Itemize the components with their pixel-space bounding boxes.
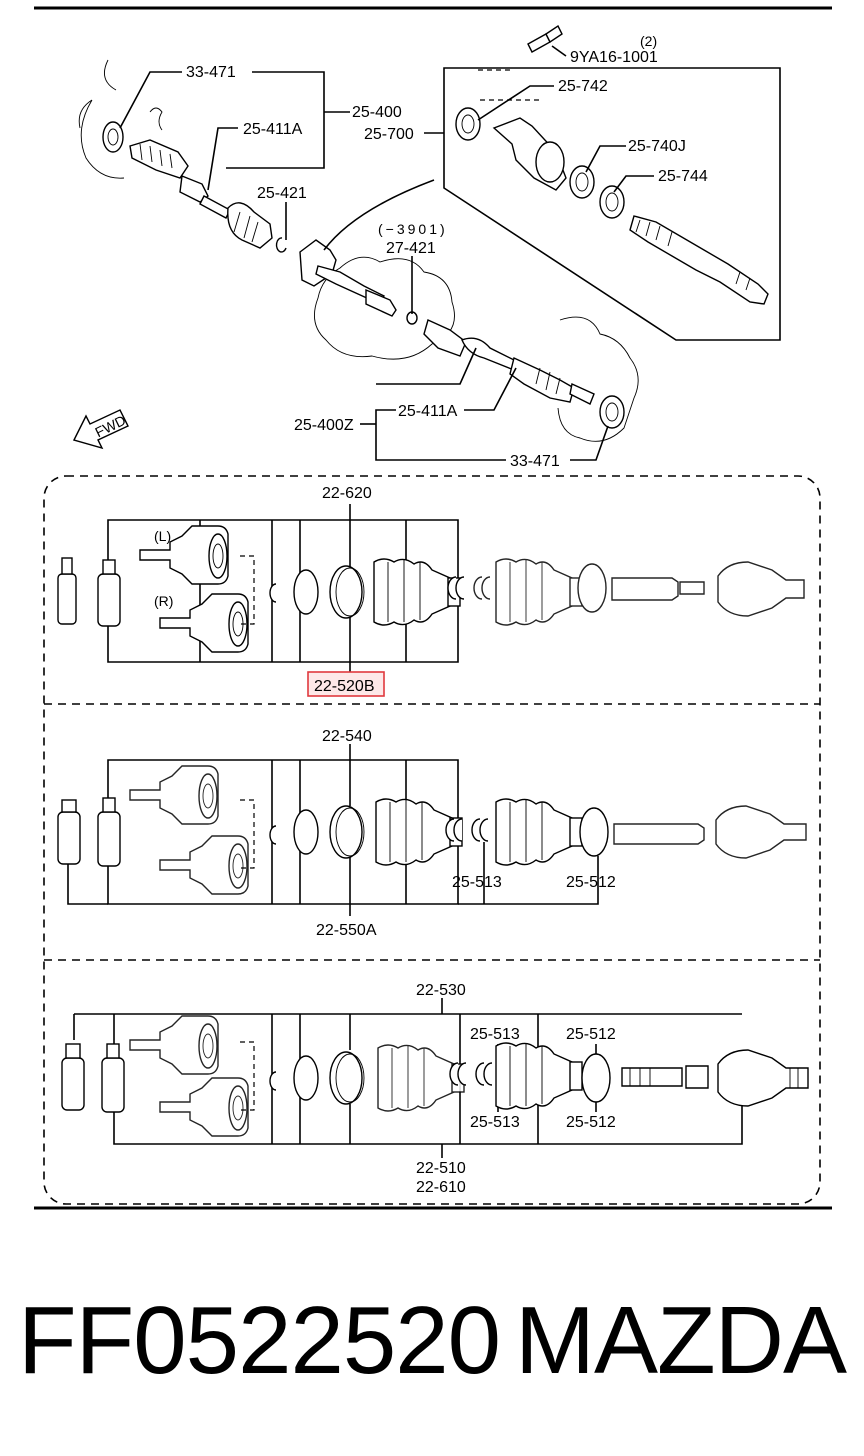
fwd-arrow-icon: FWD [72,409,129,450]
label-22-510: 22-510 [416,1160,466,1177]
label-22-540: 22-540 [322,728,372,745]
bearing-25-740j [569,165,595,199]
grease-tube-small [61,1043,85,1111]
label-25-513-bottom: 25-513 [470,1114,520,1131]
cv-joints-ghost [129,765,249,895]
label-25-700: 25-700 [364,126,414,143]
grease-tube-large [97,559,121,627]
boot-clip-inner [449,1062,467,1086]
boot-inner [373,558,461,626]
brand-name: MAZDA [515,1287,847,1394]
label-27-421: 27-421 [386,240,436,257]
label-25-421: 25-421 [257,185,307,202]
label-25-744: 25-744 [658,168,708,185]
boot-band-25-512 [579,807,609,857]
kit-section-1: (L) (R) 22-620 22-520B [57,485,805,697]
label-25-740j: 25-740J [628,138,686,155]
label-25-512-bottom: 25-512 [566,1114,616,1131]
boot-band [329,1051,365,1105]
outer-shaft-ghost [613,805,807,859]
snap-ring [293,569,319,615]
grease-tube-large [101,1043,125,1113]
label-25-400z: 25-400Z [294,417,354,434]
cv-joints-ghost [129,1015,249,1137]
left-inner-joint [299,239,397,317]
intermediate-shaft [629,215,769,305]
grease-tube-large [97,797,121,867]
label-25-513: 25-513 [452,874,502,891]
label-33-471-top: 33-471 [186,64,236,81]
circlip-25-421 [275,237,287,253]
qualifier-label: (−3901) [378,221,448,237]
outer-cv-joint-shaft [621,1049,809,1107]
circlip [269,1071,277,1091]
boot-clip-25-513 [471,818,489,842]
boot-clip [447,576,465,600]
label-25-400: 25-400 [352,104,402,121]
label-22-530: 22-530 [416,982,466,999]
label-33-471-bottom: 33-471 [510,453,560,470]
label-22-610: 22-610 [416,1179,466,1196]
snap-ring [293,1055,319,1101]
label-25-512-top: 25-512 [566,1026,616,1043]
parts-diagram: FWD 33-471 25-400 25-411A 25-700 25-421 … [34,6,832,1210]
boot-outer [495,798,583,866]
kit-section-3: 22-530 25-513 25-512 25-513 25-512 22-51… [61,982,809,1196]
label-25-512: 25-512 [566,874,616,891]
label-25-411a-top: 25-411A [243,121,303,138]
bolt-qty-label: (2) [640,33,657,49]
label-22-550a: 22-550A [316,922,377,939]
top-exploded-view: FWD 33-471 25-400 25-411A 25-700 25-421 … [72,24,781,470]
outer-components-ghost [473,558,805,626]
circlip [269,583,277,603]
kit-section-2: 22-540 25-513 25-512 22-550A [57,728,807,939]
transaxle-outline [313,256,455,360]
fwd-label: FWD [92,412,128,440]
kit-sections-frame [43,475,821,1205]
highlight-box-22-520b [307,671,385,697]
boot-outer [495,1042,583,1110]
wheel-hub-outline-upper [78,59,125,179]
boot-clip-25-513 [475,1062,493,1086]
label-22-520b: 22-520B [314,678,375,695]
oil-seal-25-742 [455,107,481,141]
label-22-620: 22-620 [322,485,372,502]
bolt-9ya16 [527,24,563,53]
label-25-513-top: 25-513 [470,1026,520,1043]
drive-shaft-upper [102,121,273,249]
boot-band-25-512 [581,1053,611,1103]
tag-left: (L) [154,528,171,544]
boot-clip-inner [445,818,463,842]
label-25-742: 25-742 [558,78,608,95]
grease-tube-small [57,557,77,625]
snap-ring [293,809,319,855]
grease-tube-small [57,799,81,865]
part-number: FF0522520 [18,1287,501,1394]
circlip [269,825,277,845]
seal-25-744 [599,185,625,219]
label-9ya16-1001: 9YA16-1001 [570,49,658,66]
drive-shaft-lower [423,319,625,429]
label-25-411a-bottom: 25-411A [398,403,458,420]
side-bearing-assembly-box [443,24,781,341]
tag-right: (R) [154,593,173,609]
boot-band-22-540 [329,805,365,859]
footer: FF0522520 MAZDA [0,1286,864,1396]
boot-band-22-620 [329,565,365,619]
